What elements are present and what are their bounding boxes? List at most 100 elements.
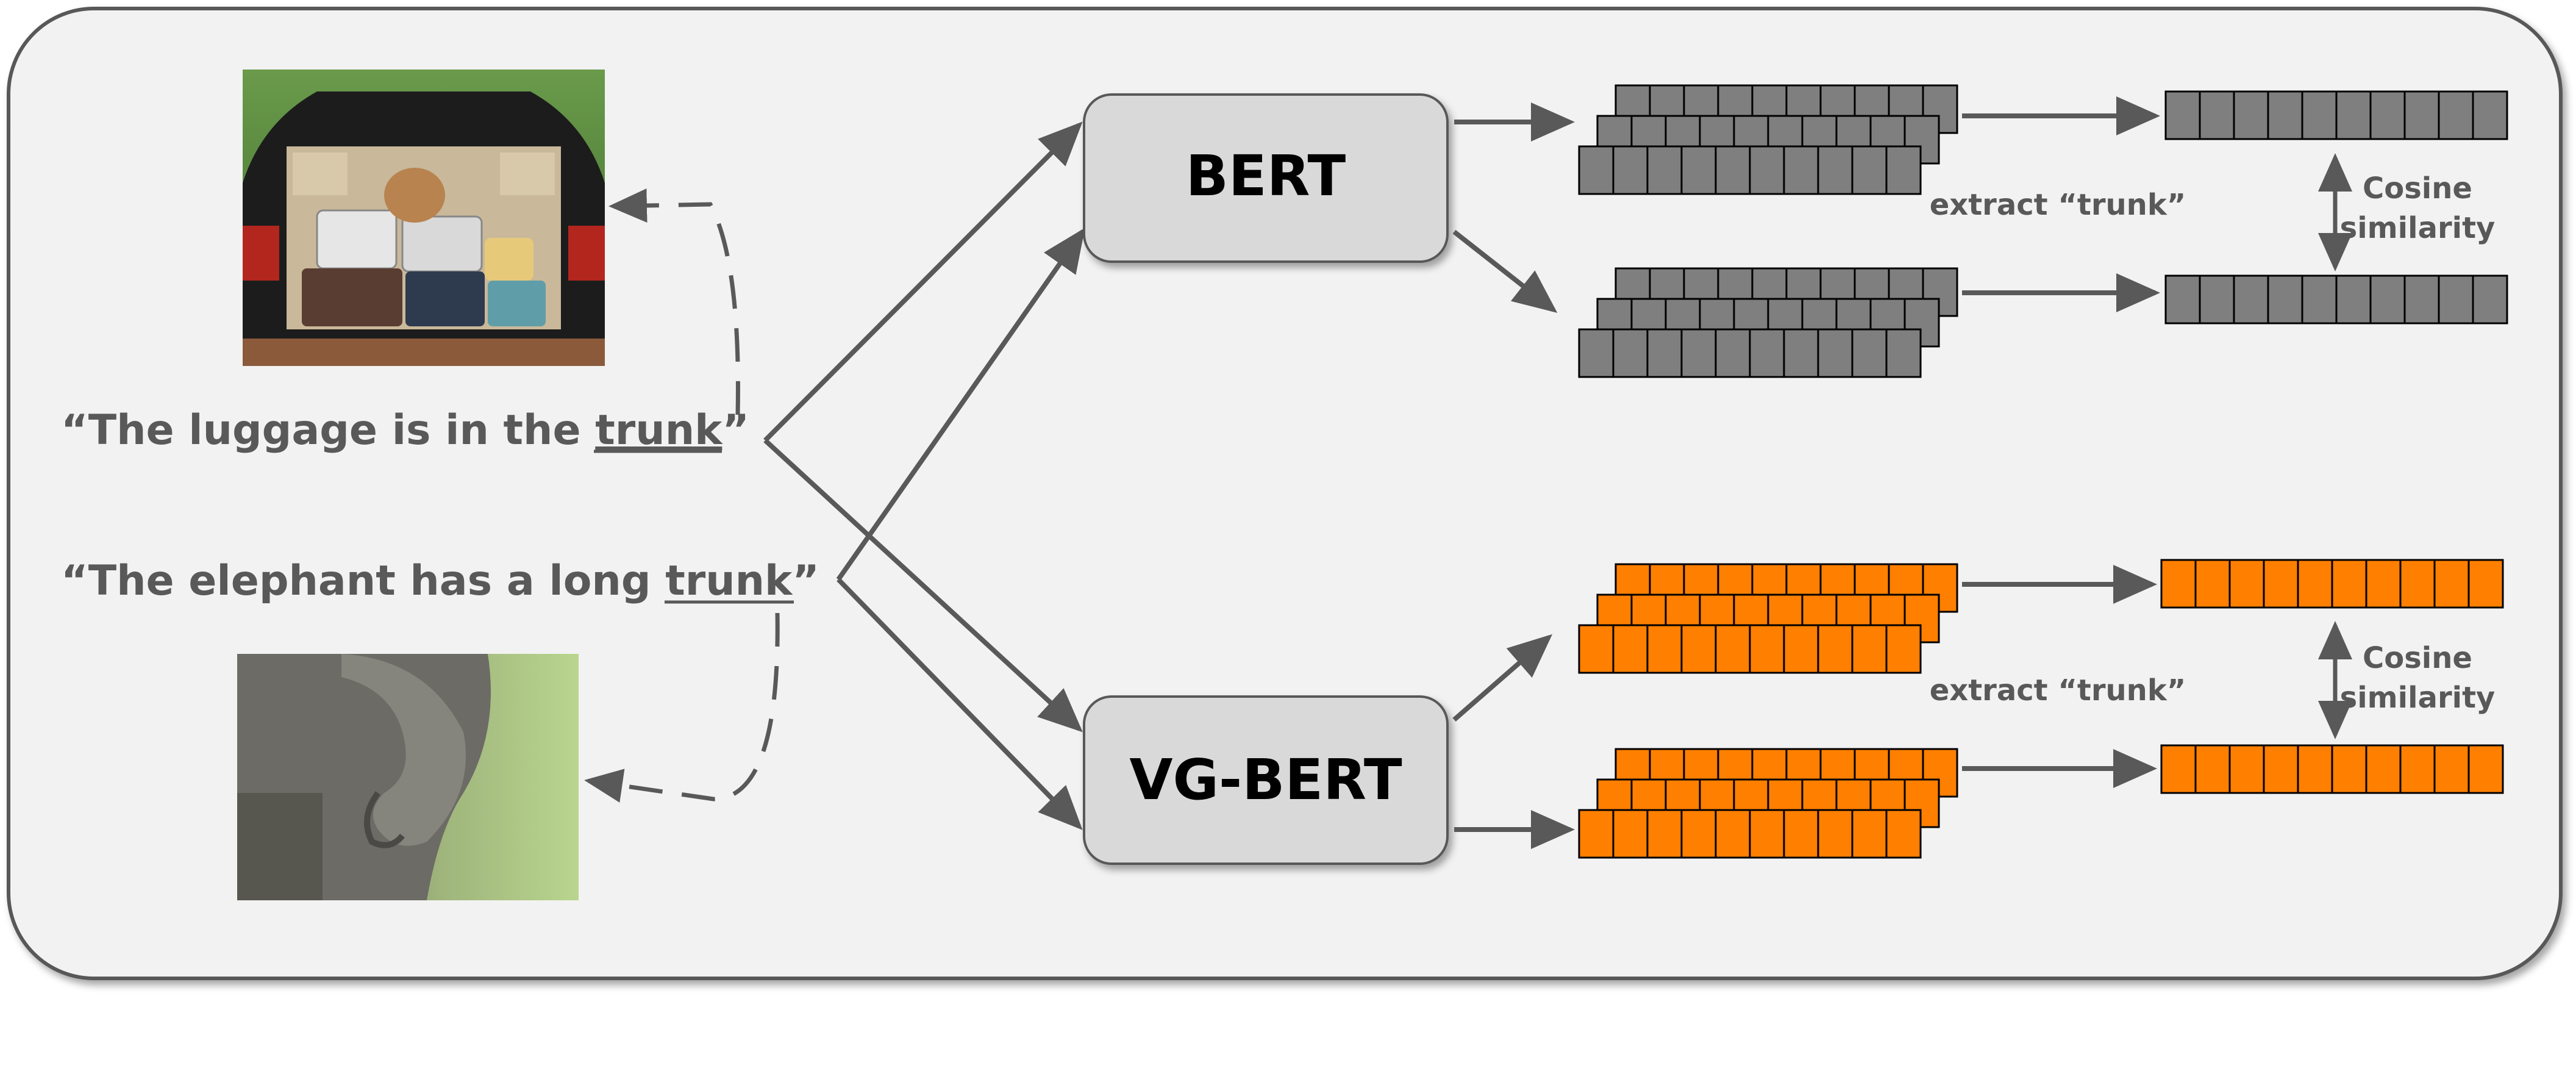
token-cell bbox=[2403, 90, 2440, 140]
token-cell bbox=[1903, 778, 1940, 828]
token-cell bbox=[2301, 274, 2338, 324]
token-cell bbox=[1612, 624, 1649, 674]
cosine-label-vgbert-1: Cosine bbox=[2363, 641, 2472, 675]
token-cell bbox=[2297, 559, 2333, 609]
token-cell bbox=[1817, 624, 1854, 674]
token-cell bbox=[2472, 90, 2508, 140]
token-cell bbox=[1885, 809, 1922, 859]
vgbert-stack-2 bbox=[1578, 748, 1958, 859]
arrow-s2-bert bbox=[836, 228, 1085, 581]
token-cell bbox=[1612, 809, 1649, 859]
token-cell bbox=[1817, 328, 1854, 378]
token-cell bbox=[1783, 624, 1819, 674]
vgbert-box: VG-BERT bbox=[1083, 695, 1449, 865]
token-cell bbox=[1885, 145, 1922, 195]
elephant-photo bbox=[237, 654, 579, 900]
token-cell bbox=[2331, 559, 2367, 609]
token-cell bbox=[1646, 809, 1683, 859]
bert-vector-1 bbox=[2164, 90, 2508, 140]
token-cell bbox=[2331, 744, 2367, 794]
extracted-vectors bbox=[2160, 90, 2508, 794]
token-cell bbox=[2228, 744, 2265, 794]
car-trunk-photo bbox=[243, 70, 605, 366]
token-cell bbox=[1578, 328, 1614, 378]
token-cell bbox=[2399, 744, 2436, 794]
extract-label-vgbert: extract “trunk” bbox=[1930, 673, 2186, 708]
token-cell bbox=[2438, 274, 2474, 324]
arrow-s2-vgbert bbox=[837, 578, 1083, 830]
token-cell bbox=[1851, 809, 1888, 859]
token-cell bbox=[1680, 145, 1717, 195]
token-row-front bbox=[1578, 809, 1922, 859]
sentence-luggage-word: trunk bbox=[595, 406, 723, 454]
token-cell bbox=[2335, 90, 2372, 140]
token-cell bbox=[2438, 90, 2474, 140]
token-row-front bbox=[1578, 145, 1922, 195]
token-cell bbox=[1646, 328, 1683, 378]
token-cell bbox=[2233, 90, 2269, 140]
token-cell bbox=[2199, 274, 2235, 324]
outer-panel bbox=[7, 7, 2563, 980]
token-cell bbox=[1749, 328, 1785, 378]
arrow-bert-stack2 bbox=[1452, 229, 1558, 313]
token-cell bbox=[1578, 624, 1614, 674]
token-cell bbox=[1714, 328, 1751, 378]
token-cell bbox=[1646, 624, 1683, 674]
arrow-vgbert-stack1 bbox=[1452, 634, 1553, 722]
token-cell bbox=[1885, 624, 1922, 674]
vgbert-vector-1 bbox=[2160, 559, 2504, 609]
token-cell bbox=[1783, 328, 1819, 378]
token-cell bbox=[2467, 744, 2504, 794]
token-cell bbox=[2164, 90, 2201, 140]
bert-vector-2 bbox=[2164, 274, 2508, 324]
token-cell bbox=[1783, 145, 1819, 195]
token-cell bbox=[2335, 274, 2372, 324]
token-cell bbox=[1851, 145, 1888, 195]
token-cell bbox=[1851, 328, 1888, 378]
bert-stack-2 bbox=[1578, 267, 1958, 378]
token-cell bbox=[1817, 809, 1854, 859]
token-cell bbox=[1714, 809, 1751, 859]
token-cell bbox=[2467, 559, 2504, 609]
token-cell bbox=[1680, 624, 1717, 674]
bert-label: BERT bbox=[1186, 143, 1346, 209]
bert-stack-1 bbox=[1578, 84, 1958, 195]
token-cell bbox=[2160, 559, 2197, 609]
token-cell bbox=[2263, 744, 2299, 794]
token-cell bbox=[2369, 90, 2406, 140]
arrow-s1-vgbert bbox=[763, 439, 1083, 733]
token-cell bbox=[2365, 744, 2402, 794]
sentence-elephant-prefix: “The elephant has a long bbox=[61, 557, 665, 605]
token-cell bbox=[1749, 624, 1785, 674]
token-cell bbox=[1578, 809, 1614, 859]
token-stacks bbox=[1578, 84, 1958, 859]
cosine-label-bert-2: similarity bbox=[2340, 211, 2496, 245]
token-cell bbox=[1783, 809, 1819, 859]
token-cell bbox=[2194, 559, 2231, 609]
token-cell bbox=[2433, 559, 2470, 609]
sentence-elephant: “The elephant has a long trunk” bbox=[61, 557, 819, 605]
token-cell bbox=[2365, 559, 2402, 609]
token-cell bbox=[2472, 274, 2508, 324]
token-cell bbox=[2233, 274, 2269, 324]
dashed-arrow-to-car bbox=[608, 188, 740, 415]
vgbert-vector-2 bbox=[2160, 744, 2504, 794]
token-cell bbox=[2263, 559, 2299, 609]
token-cell bbox=[1714, 145, 1751, 195]
token-row-front bbox=[1578, 624, 1922, 674]
token-cell bbox=[1680, 328, 1717, 378]
token-cell bbox=[2297, 744, 2333, 794]
token-cell bbox=[2433, 744, 2470, 794]
token-cell bbox=[2301, 90, 2338, 140]
token-cell bbox=[1612, 328, 1649, 378]
token-cell bbox=[2199, 90, 2235, 140]
token-cell bbox=[2403, 274, 2440, 324]
token-cell bbox=[2194, 744, 2231, 794]
extract-label-bert: extract “trunk” bbox=[1930, 188, 2186, 222]
token-cell bbox=[1612, 145, 1649, 195]
token-cell bbox=[2160, 744, 2197, 794]
vgbert-stack-1 bbox=[1578, 563, 1958, 674]
token-cell bbox=[1749, 809, 1785, 859]
token-cell bbox=[2369, 274, 2406, 324]
